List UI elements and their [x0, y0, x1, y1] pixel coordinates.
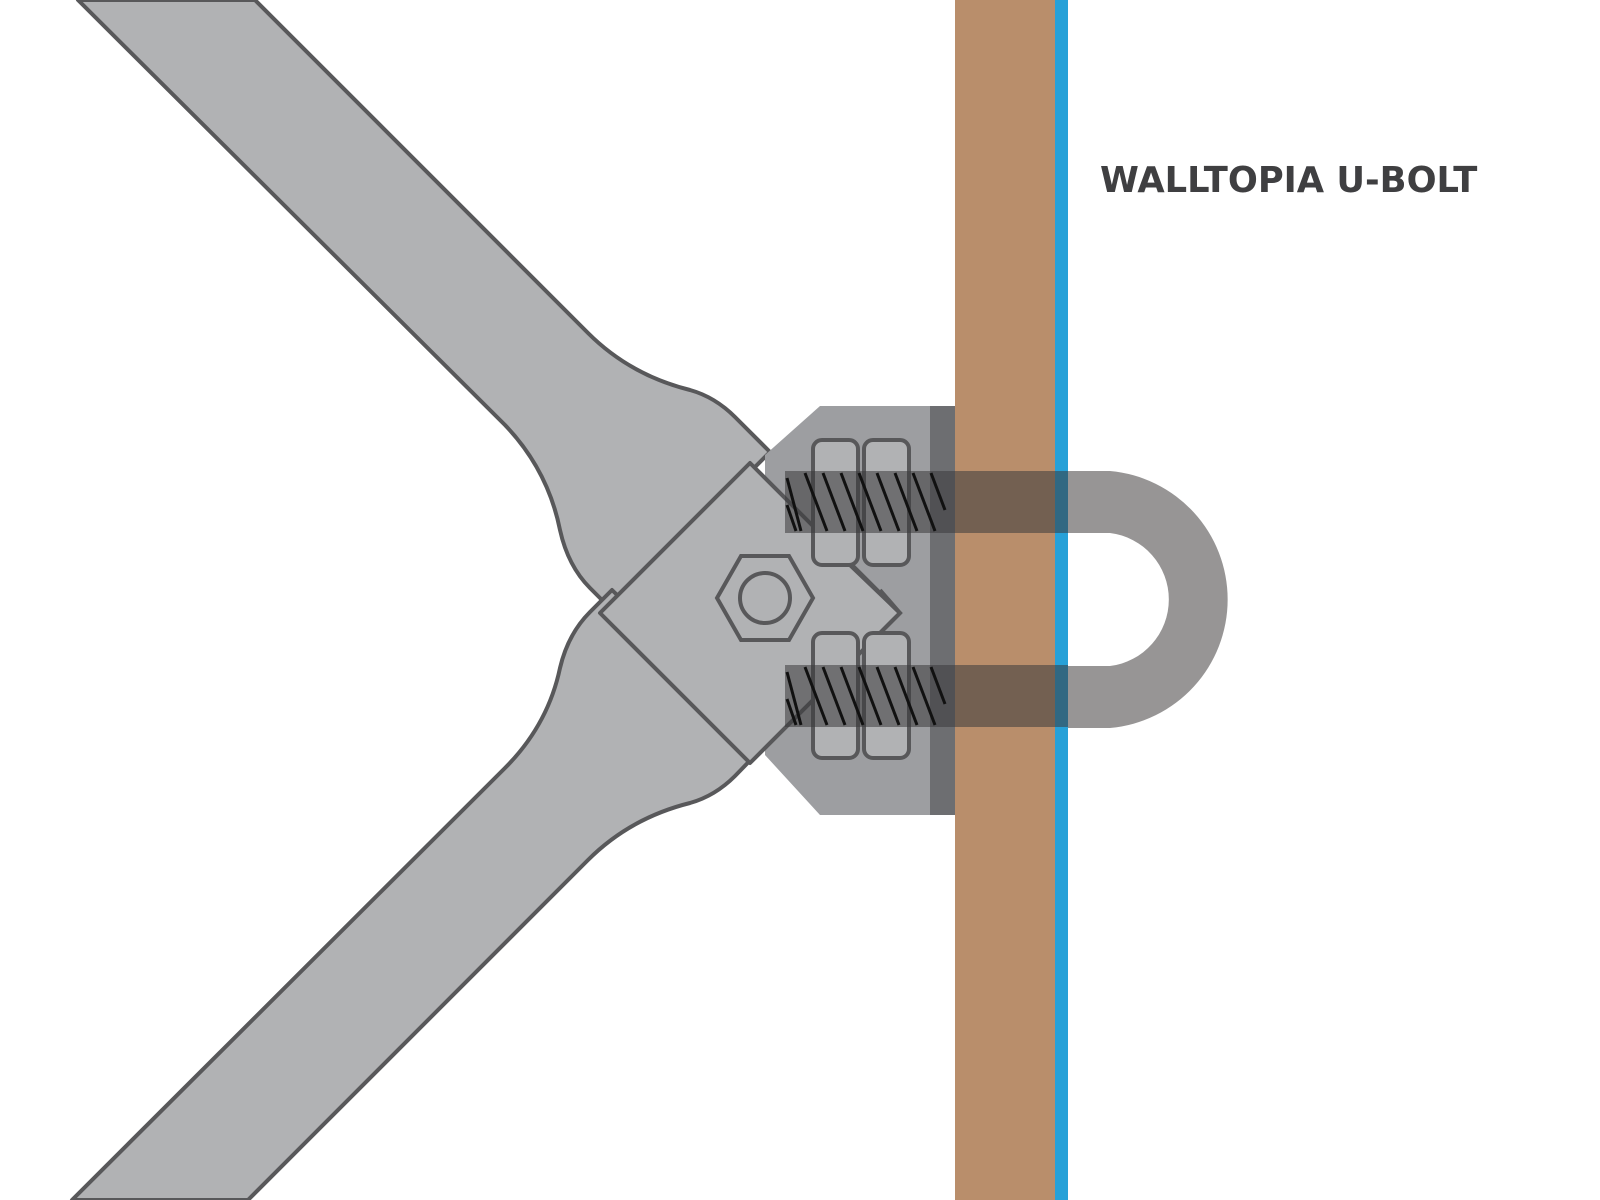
lower-threaded-rod — [785, 665, 1068, 727]
u-bolt — [1068, 471, 1228, 728]
lower-arm — [70, 588, 770, 1200]
bracket-edge — [930, 406, 955, 815]
wall-face — [1055, 0, 1068, 1200]
wall-panel — [955, 0, 1055, 1200]
hex-nut-hole — [738, 571, 792, 625]
upper-threaded-rod — [785, 471, 1068, 533]
upper-arm — [76, 0, 772, 612]
plate-notch — [848, 563, 903, 635]
diagram-title: WALLTOPIA U-BOLT — [1100, 160, 1478, 201]
